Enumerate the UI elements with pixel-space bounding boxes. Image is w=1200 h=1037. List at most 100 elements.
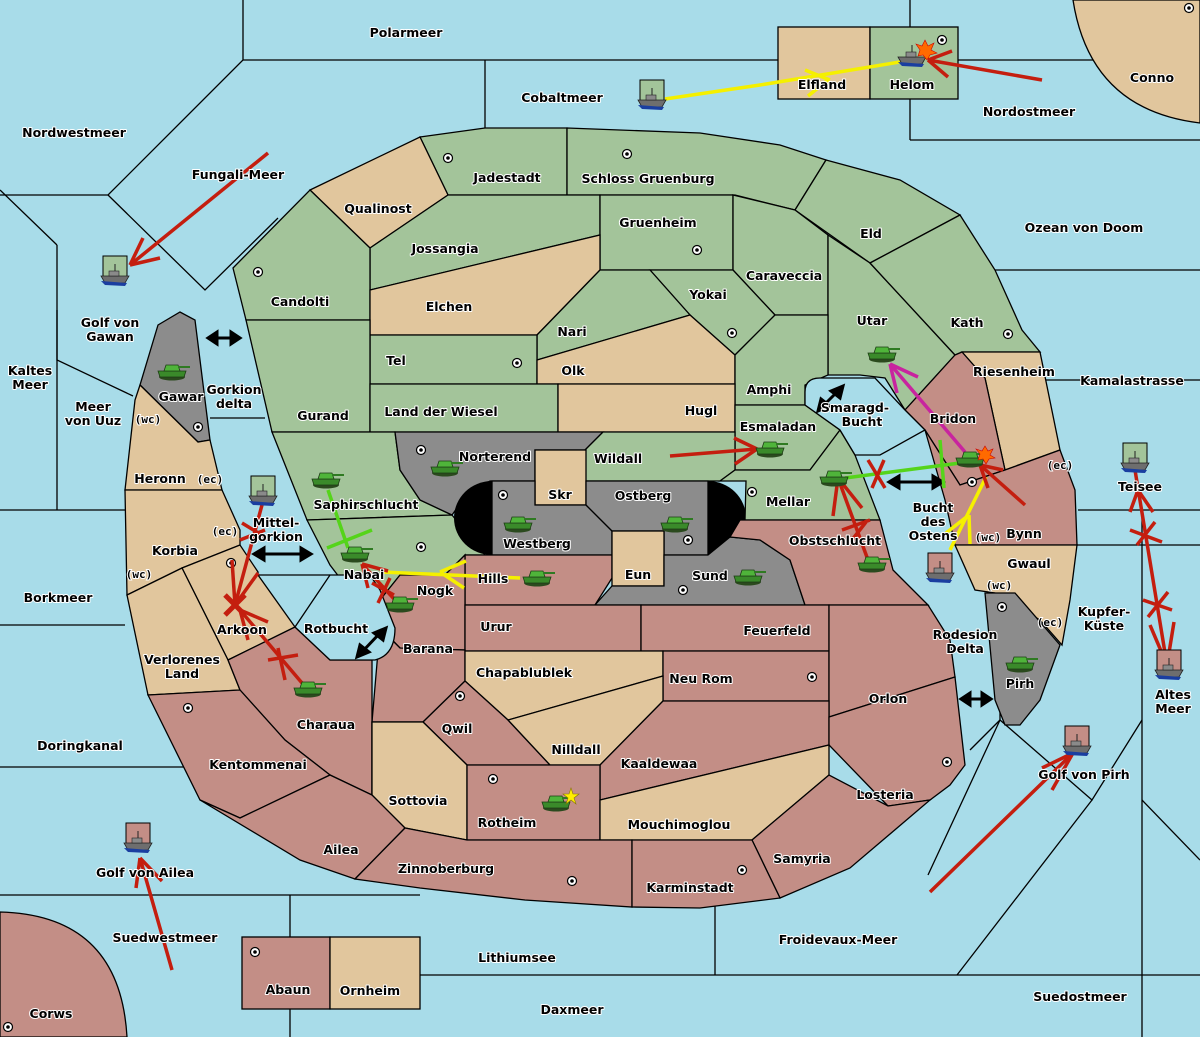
fleet-unit[interactable]	[248, 475, 278, 507]
order-retreat-bridon-utar	[888, 362, 967, 454]
province-elfland[interactable]	[777, 26, 871, 100]
province-ornheim[interactable]	[329, 936, 421, 1010]
label-korbia: Korbia	[152, 543, 198, 558]
fleet-unit[interactable]	[897, 39, 938, 68]
star-icon	[562, 787, 580, 805]
order-support-cobaltmeer-helom	[664, 55, 931, 101]
province-losteria[interactable]	[828, 676, 966, 807]
label-sottovia: Sottovia	[389, 793, 448, 808]
coast-tag-korbia-wc: (wc)	[126, 568, 153, 581]
label-charaua: Charaua	[297, 717, 355, 732]
province-gruenheim[interactable]	[599, 194, 734, 271]
order-move-froidevaux-pirh	[928, 751, 1075, 894]
label-bridon: Bridon	[930, 411, 976, 426]
label-nordostmeer: Nordostmeer	[983, 104, 1076, 119]
order-move-nogk-nabai	[360, 562, 397, 604]
label-caraveccia: Caraveccia	[746, 268, 822, 283]
province-conno[interactable]	[1072, 0, 1200, 124]
label-daxmeer: Daxmeer	[540, 1002, 604, 1017]
label-skr: Skr	[548, 487, 572, 502]
label-yokai: Yokai	[688, 287, 727, 302]
label-elfland: Elfland	[798, 77, 846, 92]
double-arrow-icon	[251, 545, 314, 563]
fleet-unit[interactable]	[637, 79, 667, 111]
fleet-unit[interactable]	[123, 822, 153, 854]
label-mellar: Mellar	[766, 494, 811, 509]
label-helom: Helom	[890, 77, 935, 92]
label-nordwestmeer: Nordwestmeer	[22, 125, 127, 140]
label-esmaladan: Esmaladan	[740, 419, 816, 434]
label-gawar: Gawar	[159, 389, 205, 404]
label-urur: Urur	[480, 619, 512, 634]
label-heronn: Heronn	[134, 471, 186, 486]
label-barana: Barana	[403, 641, 453, 656]
order-move-nordostmeer-helom	[926, 49, 1043, 82]
label-ostberg: Ostberg	[615, 488, 672, 503]
label-gwaul: Gwaul	[1007, 556, 1050, 571]
coast-tag-bynn-wc: (wc)	[975, 531, 1002, 544]
label-eun: Eun	[625, 567, 651, 582]
label-ailea: Ailea	[323, 842, 358, 857]
fleet-unit[interactable]	[1154, 649, 1184, 681]
province-candolti[interactable]	[232, 189, 371, 321]
province-corws[interactable]	[0, 911, 128, 1037]
label-karminstadt: Karminstadt	[646, 880, 733, 895]
label-teisee: Teisee	[1118, 479, 1162, 494]
label-land-der-wiesel: Land der Wiesel	[384, 404, 497, 419]
labels: Polarmeer Cobaltmeer Nordostmeer Nordwes…	[7, 24, 1193, 1022]
label-kupfer-kueste: Kupfer-Küste	[1078, 604, 1131, 633]
order-support-bucht-bridon	[944, 476, 988, 551]
label-nilldall: Nilldall	[551, 742, 600, 757]
province-obstschlucht[interactable]	[728, 519, 930, 606]
label-chapablublek: Chapablublek	[476, 665, 573, 680]
province-karminstadt[interactable]	[631, 839, 781, 909]
double-arrow-icon	[958, 690, 994, 708]
label-jossangia: Jossangia	[410, 241, 478, 256]
label-samyria: Samyria	[773, 851, 831, 866]
province-orlon[interactable]	[828, 604, 956, 718]
label-neu-rom: Neu Rom	[669, 671, 732, 686]
double-arrow-icon	[886, 473, 946, 491]
label-hills: Hills	[478, 571, 509, 586]
sea-smaragd-bucht[interactable]	[804, 377, 927, 456]
label-kentommenai: Kentommenai	[209, 757, 307, 772]
label-gruenheim: Gruenheim	[619, 215, 696, 230]
order-support-hills-nabai	[379, 559, 521, 590]
label-corws: Corws	[30, 1006, 73, 1021]
explosion-icon	[975, 445, 996, 465]
province-ailea[interactable]	[199, 774, 406, 880]
label-orlon: Orlon	[869, 691, 908, 706]
label-olk: Olk	[561, 363, 585, 378]
province-skr[interactable]	[534, 449, 587, 506]
label-schloss-gruenburg: Schloss Gruenburg	[581, 171, 714, 186]
explosion-icon	[915, 39, 938, 61]
label-westberg: Westberg	[503, 536, 571, 551]
label-rotbucht: Rotbucht	[304, 621, 368, 636]
fleet-unit[interactable]	[925, 552, 955, 584]
label-lithiumsee: Lithiumsee	[478, 950, 556, 965]
label-eld: Eld	[860, 226, 882, 241]
order-support-saphir-nabai	[326, 489, 373, 550]
coast-tag-gwaul-wc: (wc)	[986, 579, 1013, 592]
label-arkoon: Arkoon	[217, 622, 267, 637]
label-sund: Sund	[692, 568, 728, 583]
fleet-unit[interactable]	[100, 255, 130, 287]
army-unit[interactable]	[955, 445, 996, 468]
label-jadestadt: Jadestadt	[472, 170, 540, 185]
army-unit[interactable]	[541, 787, 580, 812]
label-borkmeer: Borkmeer	[24, 590, 94, 605]
order-move-fungali-gawan	[128, 151, 270, 267]
label-obstschlucht: Obstschlucht	[789, 533, 881, 548]
label-nogk: Nogk	[417, 583, 454, 598]
label-ornheim: Ornheim	[340, 983, 400, 998]
fleet-unit[interactable]	[1062, 725, 1092, 757]
fleet-unit[interactable]	[1120, 442, 1150, 474]
